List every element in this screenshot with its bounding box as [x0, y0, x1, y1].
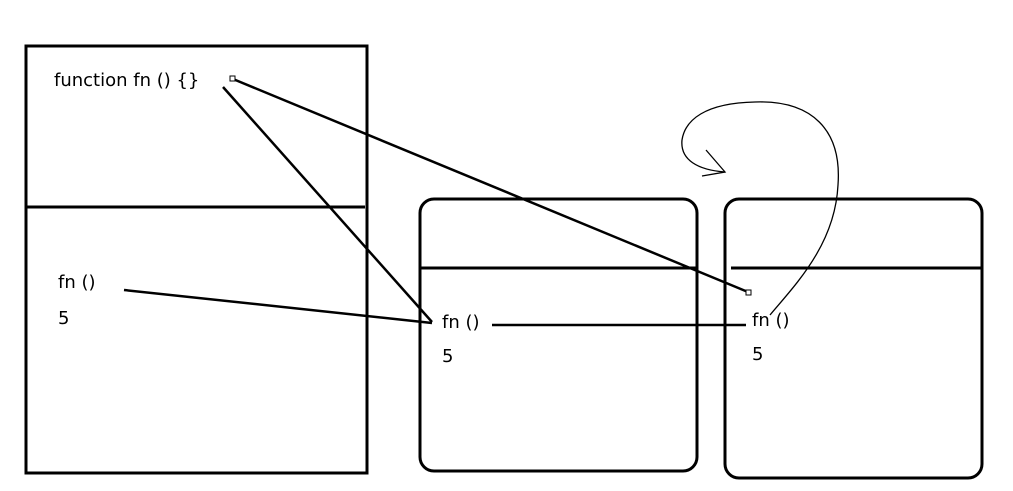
scope-frame-1-box [418, 197, 699, 473]
global-frame-box [24, 44, 369, 475]
scope-1-function-call-text: fn () [442, 312, 480, 333]
global-function-call-text: fn () [58, 272, 96, 293]
scope-2-anchor-marker [745, 289, 752, 296]
scope-2-value-text: 5 [752, 344, 764, 365]
declaration-anchor-marker [229, 75, 236, 82]
declaration-to-scope-1-line [222, 86, 433, 323]
declaration-to-scope-2-line [232, 77, 749, 294]
global-value-text: 5 [58, 308, 70, 329]
recursion-loop-arrow [681, 101, 839, 316]
global-function-declaration-text: function fn () {} [54, 70, 200, 91]
scope-2-function-call-text: fn () [752, 310, 790, 331]
scope-1-value-text: 5 [442, 346, 454, 367]
scope-frame-2-box [723, 197, 984, 480]
global-call-to-scope-1-line [123, 288, 433, 325]
recursion-loop-arrowhead [701, 149, 727, 177]
